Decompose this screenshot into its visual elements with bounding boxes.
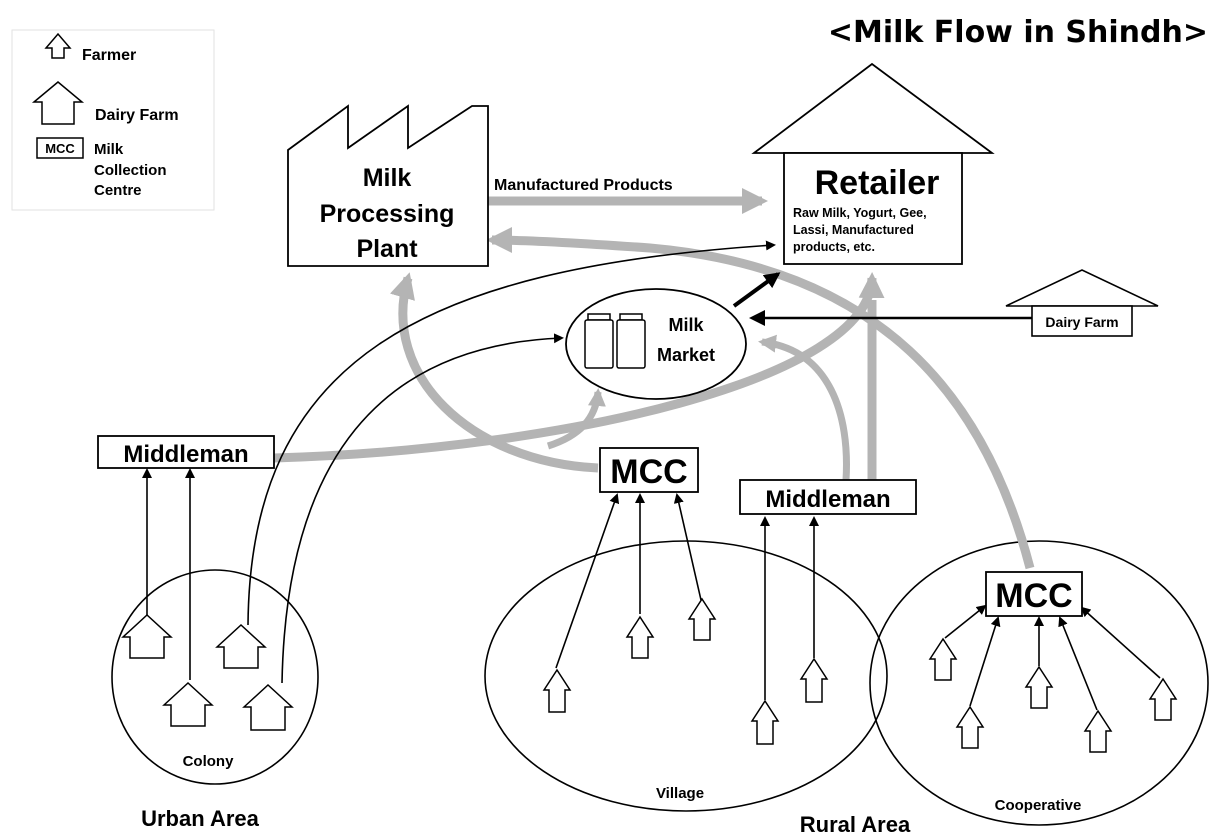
retailer-title: Retailer <box>815 164 940 202</box>
retailer-desc-line3: products, etc. <box>793 240 875 254</box>
legend-mcc-box <box>36 137 84 159</box>
village-farmers <box>542 597 829 745</box>
middleman-right-to-market-arrow <box>758 334 850 481</box>
village-circle <box>484 540 888 812</box>
farmer-icon <box>1148 677 1178 721</box>
legend: Farmer Dairy Farm MCC Milk Collection Ce… <box>11 29 215 211</box>
village-label: Village <box>656 785 704 802</box>
legend-mcc-line3: Centre <box>94 182 142 199</box>
manufactured-products-label: Manufactured Products <box>494 177 673 194</box>
legend-mcc-line1: Milk <box>94 141 124 158</box>
retailer-desc-line1: Raw Milk, Yogurt, Gee, <box>793 206 927 220</box>
middleman-left-box <box>97 435 275 469</box>
dairy-farm-icon <box>242 683 294 731</box>
rural-area-label: Rural Area <box>800 812 911 837</box>
legend-mcc-line2: Collection <box>94 162 167 179</box>
dairy-farm-legend-icon <box>31 81 85 125</box>
colony-to-retailer-curve <box>247 240 776 626</box>
middleman-right-box <box>739 479 917 515</box>
dairy-farm-icon <box>121 613 173 659</box>
middleman-right-label: Middleman <box>765 486 890 513</box>
plant-label-line3: Plant <box>356 235 418 263</box>
plant-label-line1: Milk <box>363 164 412 192</box>
diagram-title: <Milk Flow in Shindh> <box>828 15 1208 50</box>
plant-label-line2: Processing <box>320 200 455 228</box>
black-flows <box>142 240 1161 711</box>
legend-farmer-label: Farmer <box>82 47 136 64</box>
milk-market <box>565 288 747 400</box>
farmer-icon <box>542 668 572 713</box>
dairy-farm-icon <box>162 681 214 727</box>
mcc-coop-box <box>985 571 1083 617</box>
retailer-desc-line2: Lassi, Manufactured <box>793 223 914 237</box>
mcc-center-label: MCC <box>610 453 687 491</box>
cooperative-label: Cooperative <box>995 797 1082 814</box>
farmer-icon <box>1024 665 1054 709</box>
colony-circle <box>111 569 319 785</box>
dairy-farm-label: Dairy Farm <box>1045 314 1118 330</box>
milk-can-icon <box>584 313 646 369</box>
dairy-farm-icon <box>215 623 267 669</box>
middleman-left-to-market-arrow <box>546 388 606 450</box>
farmer-icon <box>1083 709 1113 753</box>
colony-houses <box>121 613 294 731</box>
farmer-icon <box>687 597 717 641</box>
farmer-icon <box>928 637 958 681</box>
gray-flows <box>273 188 1035 570</box>
middleman-left-label: Middleman <box>123 441 248 468</box>
mcc-to-plant-arrow <box>389 272 599 473</box>
farmer-icon <box>750 699 780 745</box>
cooperative-circle <box>869 540 1209 826</box>
middleman-left-to-retailer-arrow <box>273 272 885 463</box>
cooperative-farmers <box>928 637 1178 753</box>
farmer-legend-icon <box>44 32 72 59</box>
colony-label: Colony <box>183 753 234 770</box>
legend-mcc-box-label: MCC <box>45 141 75 156</box>
farmer-icon <box>625 615 655 659</box>
market-label-line2: Market <box>657 345 715 365</box>
mcc-coop-label: MCC <box>995 577 1072 615</box>
milk-processing-plant <box>287 104 489 267</box>
farmer-icon <box>799 657 829 703</box>
coop-mcc-to-plant-arrow <box>486 227 1035 570</box>
retailer <box>751 62 995 265</box>
market-label-line1: Milk <box>668 315 704 335</box>
market-to-retailer-arrow <box>732 272 781 308</box>
dairy-farm-node <box>1005 269 1159 337</box>
colony-to-market-curve <box>281 333 564 684</box>
urban-area-label: Urban Area <box>141 806 260 831</box>
farmer-icon <box>955 705 985 749</box>
legend-dairy-farm-label: Dairy Farm <box>95 107 179 124</box>
mcc-center-box <box>599 447 699 493</box>
